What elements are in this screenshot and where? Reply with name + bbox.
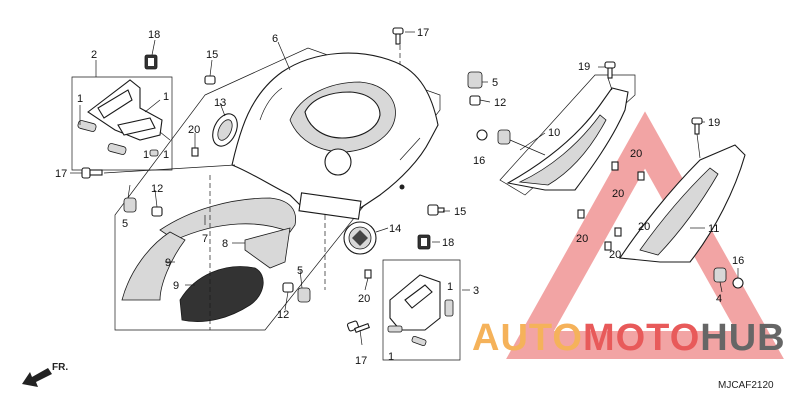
arrow-icon <box>22 368 52 387</box>
grommet-5-a <box>467 71 483 89</box>
hardware <box>81 27 744 333</box>
callout-17-top: 17 <box>417 27 429 39</box>
grommet-5-c <box>297 287 311 303</box>
callout-2: 2 <box>91 49 97 61</box>
callout-8: 8 <box>222 238 228 250</box>
callout-16-a: 16 <box>473 155 485 167</box>
callout-1-d: 1 <box>163 149 169 161</box>
group-box-10 <box>499 74 636 196</box>
watermark-text: AUTOMOTOHUB <box>472 317 786 359</box>
callout-13: 13 <box>214 97 226 109</box>
grommet-5-b <box>123 197 137 213</box>
callout-17-bottom: 17 <box>355 355 367 367</box>
bolt-17-left <box>81 167 103 179</box>
callout-5-top: 5 <box>492 77 498 89</box>
callout-16-b: 16 <box>732 255 744 267</box>
grommet-13 <box>212 113 238 147</box>
callout-1-e: 1 <box>447 281 453 293</box>
screw-20-set <box>191 147 645 279</box>
callout-18-mid: 18 <box>442 237 454 249</box>
side-cover-10 <box>506 87 629 191</box>
grommet-4 <box>713 267 727 283</box>
tank-cover-6 <box>231 52 439 220</box>
callout-20-a: 20 <box>188 124 200 136</box>
callout-14: 14 <box>389 223 401 235</box>
callout-15-top: 15 <box>206 49 218 61</box>
clip-18-top <box>144 54 158 70</box>
callout-12-bottom: 12 <box>277 309 289 321</box>
bolt-19-b <box>691 117 703 135</box>
callout-17-left: 17 <box>55 168 67 180</box>
callout-1-a: 1 <box>77 93 83 105</box>
callout-1-f: 1 <box>388 351 394 363</box>
callout-1-c: 1 <box>143 149 149 161</box>
callouts: 2 18 15 6 17 5 12 19 19 1 1 1 1 13 20 10… <box>55 27 744 367</box>
collar-12-b <box>151 206 163 217</box>
callout-18-top: 18 <box>148 29 160 41</box>
group-box-2 <box>71 76 173 171</box>
callout-15-mid: 15 <box>454 206 466 218</box>
pad-9 <box>179 266 264 323</box>
bolt-19-a <box>604 61 616 79</box>
nut-16-a <box>476 129 488 141</box>
callout-19-b: 19 <box>708 117 720 129</box>
svg-text:AUTOMOTOHUB: AUTOMOTOHUB <box>472 317 786 359</box>
callout-20-g: 20 <box>638 221 650 233</box>
callout-20-c: 20 <box>630 148 642 160</box>
leader-lines <box>70 31 739 346</box>
panel-8 <box>244 227 291 269</box>
callout-7: 7 <box>202 233 208 245</box>
callout-4: 4 <box>716 293 722 305</box>
nut-16-b <box>732 277 744 289</box>
panel-7 <box>159 197 297 241</box>
clip-18-mid <box>417 234 431 250</box>
bracket-3-assembly <box>387 274 454 347</box>
bolt-15-b <box>427 204 445 216</box>
callout-20-b: 20 <box>358 293 370 305</box>
callout-9-a: 9 <box>165 257 171 269</box>
collar-12-c <box>282 282 294 293</box>
callout-12-left: 12 <box>151 183 163 195</box>
bolt-17-bottom <box>346 320 370 333</box>
callout-9-b: 9 <box>173 280 179 292</box>
callout-3: 3 <box>473 285 479 297</box>
diagram-code: MJCAF2120 <box>718 380 774 391</box>
watermark-part-auto: AUTO <box>472 317 583 359</box>
callout-20-d: 20 <box>612 188 624 200</box>
bolt-17-top <box>392 27 404 45</box>
front-direction-indicator: FR. <box>22 362 68 387</box>
direction-label: FR. <box>52 362 68 373</box>
callout-11: 11 <box>708 223 719 235</box>
bolt-15-a <box>204 75 216 85</box>
callout-5-left: 5 <box>122 218 128 230</box>
callout-12-top: 12 <box>494 97 506 109</box>
bracket-2-assembly <box>77 79 163 157</box>
panel-9-lower <box>121 231 186 301</box>
collar-12-a <box>469 95 481 106</box>
side-cover-11 <box>619 144 746 263</box>
callout-5-bottom: 5 <box>297 265 303 277</box>
callout-6: 6 <box>272 33 278 45</box>
callout-1-b: 1 <box>163 91 169 103</box>
callout-19-a: 19 <box>578 61 590 73</box>
watermark-part-moto: MOTO <box>583 317 700 359</box>
callout-20-f: 20 <box>609 249 621 261</box>
emblem-14 <box>343 221 377 255</box>
group-box-3 <box>382 259 461 361</box>
grommet-5-d <box>497 129 511 145</box>
callout-20-e: 20 <box>576 233 588 245</box>
callout-10: 10 <box>548 127 560 139</box>
watermark-part-hub: HUB <box>700 317 785 359</box>
